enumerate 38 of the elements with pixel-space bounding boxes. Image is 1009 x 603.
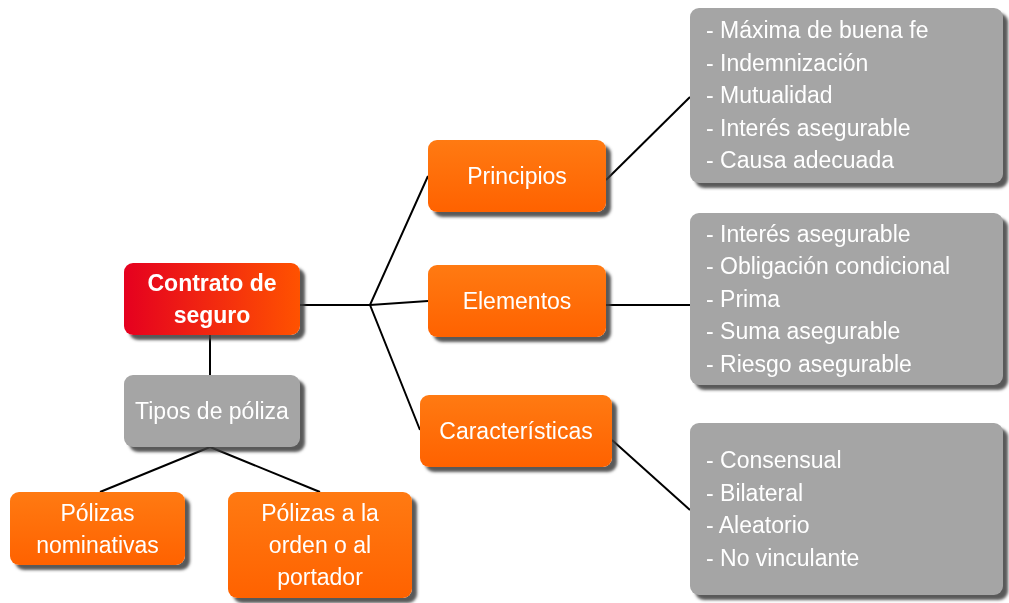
- list-item: - Riesgo asegurable: [706, 349, 912, 379]
- list-item: - Consensual: [706, 446, 842, 475]
- node-label: Elementos: [462, 287, 572, 316]
- list-item: - Prima: [706, 284, 781, 314]
- list-item: - No vinculante: [706, 543, 860, 573]
- list-item: - Interés asegurable: [706, 113, 911, 143]
- list-item: - Aleatorio: [706, 511, 810, 540]
- connector-line: [209, 446, 321, 493]
- node-label: Características: [439, 417, 593, 446]
- list-item: - Mutualidad: [706, 81, 833, 111]
- list-item: - Suma asegurable: [706, 317, 901, 347]
- category-box: [428, 140, 606, 212]
- topic-box: [124, 263, 300, 335]
- node-label: Pólizas a la orden o al portador: [260, 499, 380, 592]
- list-item: - Bilateral: [706, 478, 804, 508]
- list-box: [690, 423, 1003, 595]
- category-box: [420, 395, 612, 467]
- connector-line: [605, 304, 691, 306]
- list-item: - Máxima de buena fe: [706, 16, 929, 46]
- list-item: - Interés asegurable: [706, 219, 911, 249]
- connector-line: [209, 334, 211, 376]
- node-label: Tipos de póliza: [135, 397, 289, 426]
- list-item: - Causa adecuada: [706, 146, 894, 176]
- node-label: Pólizas nominativas: [35, 498, 160, 560]
- list-item: - Obligación condicional: [706, 252, 951, 282]
- list-box: [690, 213, 1003, 385]
- node-label: Principios: [467, 162, 567, 191]
- connector-line: [605, 96, 691, 181]
- category-box: [10, 492, 185, 565]
- list-box: [690, 8, 1003, 183]
- list-item: - Indemnización: [706, 48, 869, 78]
- category-box: [428, 265, 606, 337]
- node-label: Contrato de seguro: [146, 269, 278, 330]
- subtopic-box: [124, 375, 300, 447]
- connector-line: [99, 446, 211, 493]
- connector-line: [611, 439, 691, 511]
- connector-line: [299, 304, 421, 431]
- category-box: [228, 492, 412, 598]
